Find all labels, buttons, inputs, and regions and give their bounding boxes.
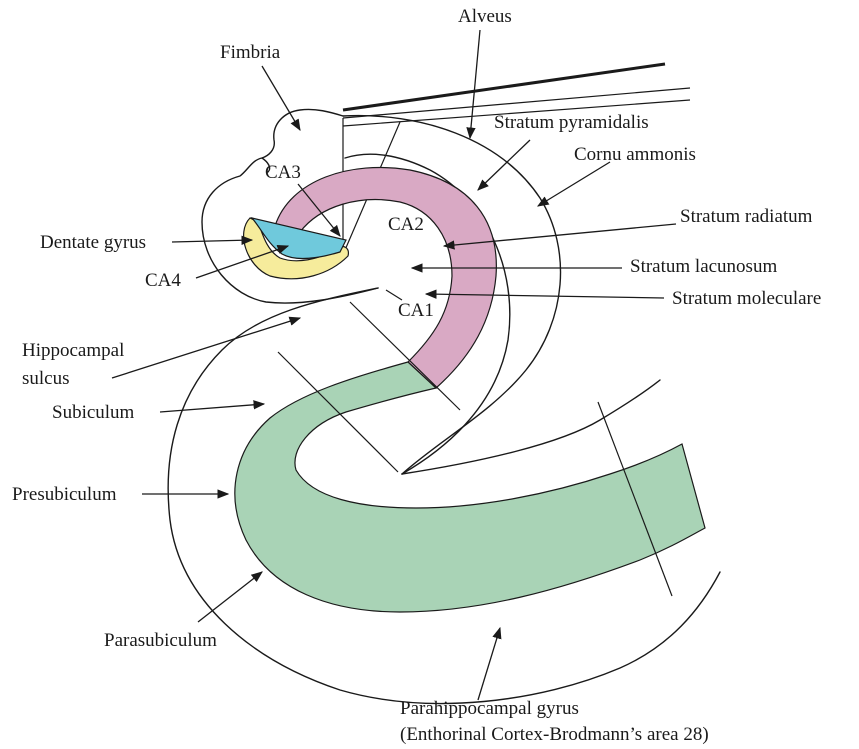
alveus-arrow bbox=[470, 30, 480, 138]
label-hippocampal-sulcus-2: sulcus bbox=[22, 368, 70, 389]
fimbria-arrow bbox=[262, 66, 300, 130]
parahippocampal-arrow bbox=[478, 628, 500, 700]
hippocampal-sulcus-line bbox=[386, 290, 402, 300]
label-ca4: CA4 bbox=[145, 270, 181, 291]
label-hippocampal-sulcus-1: Hippocampal bbox=[22, 340, 124, 361]
parasubiculum-arrow bbox=[198, 572, 262, 622]
label-fimbria: Fimbria bbox=[220, 42, 281, 63]
label-stratum-radiatum: Stratum radiatum bbox=[680, 206, 813, 227]
cornu-ammonis-arrow bbox=[538, 162, 610, 206]
dentate-gyrus-arrow bbox=[172, 240, 252, 242]
label-stratum-lacunosum: Stratum lacunosum bbox=[630, 256, 777, 277]
label-ca3: CA3 bbox=[265, 162, 301, 183]
label-subiculum: Subiculum bbox=[52, 402, 135, 423]
ca-pyramidal-band bbox=[275, 167, 496, 388]
label-stratum-pyramidalis: Stratum pyramidalis bbox=[494, 112, 649, 133]
inner-parahippocampal-outline bbox=[402, 380, 660, 474]
label-ca1: CA1 bbox=[398, 300, 434, 321]
subiculum-band bbox=[235, 362, 705, 612]
subiculum-arrow bbox=[160, 404, 264, 412]
label-alveus: Alveus bbox=[458, 6, 512, 27]
label-ca2: CA2 bbox=[388, 214, 424, 235]
label-parahippocampal-1: Parahippocampal gyrus bbox=[400, 698, 579, 719]
label-cornu-ammonis: Cornu ammonis bbox=[574, 144, 696, 165]
label-parahippocampal-2: (Enthorinal Cortex-Brodmann’s area 28) bbox=[400, 724, 709, 745]
label-presubiculum: Presubiculum bbox=[12, 484, 117, 505]
label-stratum-moleculare: Stratum moleculare bbox=[672, 288, 821, 309]
label-dentate-gyrus: Dentate gyrus bbox=[40, 232, 146, 253]
label-parasubiculum: Parasubiculum bbox=[104, 630, 217, 651]
alveus-fiber-1 bbox=[343, 64, 665, 110]
